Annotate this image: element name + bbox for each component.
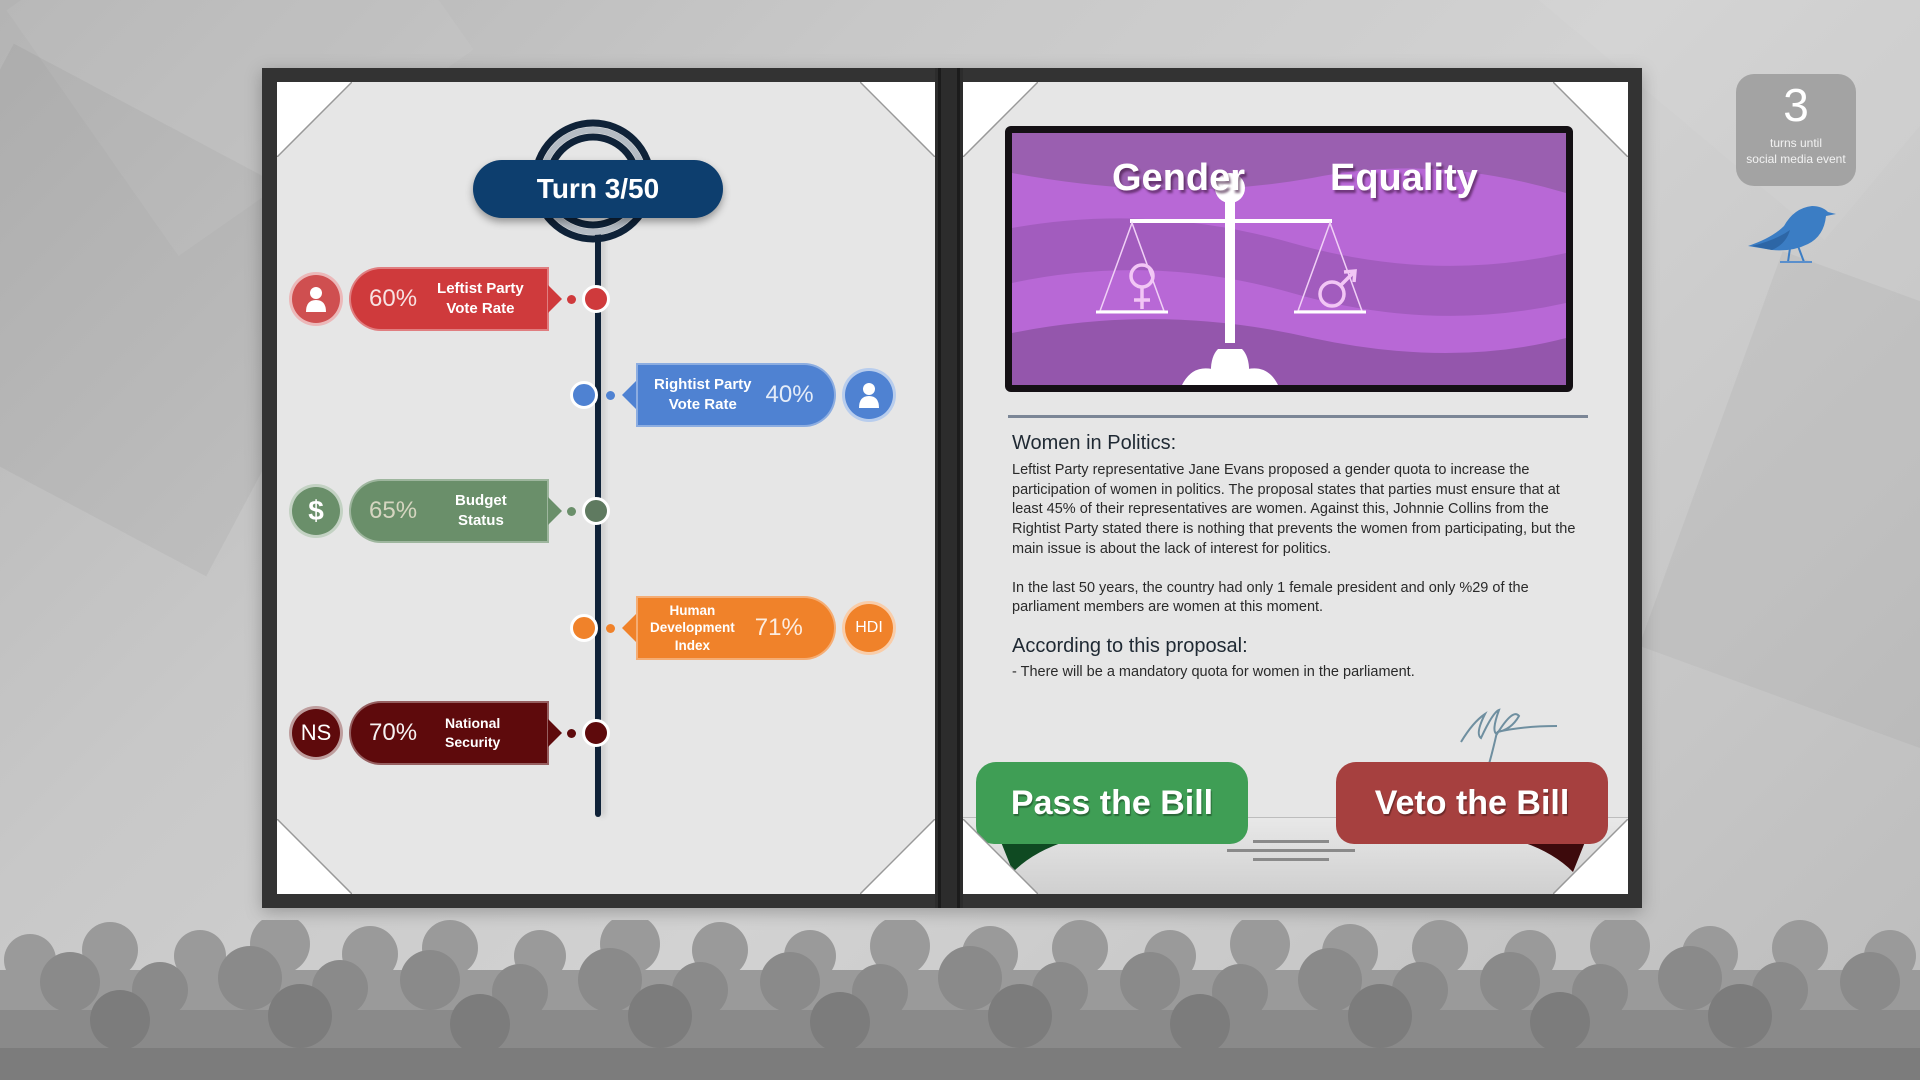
page-corner <box>277 82 352 157</box>
timeline-node <box>582 497 610 525</box>
hdi-icon: HDI <box>842 601 896 655</box>
pass-bill-button[interactable]: Pass the Bill <box>976 762 1248 844</box>
page-corner <box>1553 819 1628 894</box>
person-icon <box>289 272 343 326</box>
bird-icon[interactable] <box>1742 196 1838 268</box>
person-icon <box>842 368 896 422</box>
stat-value: 40% <box>765 381 814 408</box>
page-corner <box>860 82 935 157</box>
proposal-heading: According to this proposal: <box>1012 635 1248 658</box>
audience-crowd <box>0 920 1920 1080</box>
bill-paragraph-1: Leftist Party representative Jane Evans … <box>1012 462 1576 557</box>
veto-bill-button[interactable]: Veto the Bill <box>1336 762 1608 844</box>
turns-remaining: 3 <box>1783 79 1809 131</box>
turn-counter: Turn 3/50 <box>473 160 723 218</box>
page-corner <box>963 819 1038 894</box>
divider <box>1008 415 1588 418</box>
page-corner <box>1553 82 1628 157</box>
stat-value: 70% <box>369 719 418 746</box>
signature-icon <box>1460 708 1558 765</box>
bill-page: Gender Equality Women in Politics: Lefti… <box>963 82 1628 894</box>
timeline-node <box>582 285 610 313</box>
banner-title-right: Equality <box>1330 157 1478 199</box>
dollar-icon: $ <box>289 484 343 538</box>
page-corner <box>860 819 935 894</box>
bill-paragraph-2: In the last 50 years, the country had on… <box>1012 579 1529 616</box>
book-spine <box>935 68 963 908</box>
scroll-lines <box>1226 834 1356 867</box>
bill-title: Women in Politics: <box>1012 432 1177 454</box>
proposal-item: - There will be a mandatory quota for wo… <box>1012 664 1415 681</box>
stat-value: 60% <box>369 285 418 312</box>
stat-value: 65% <box>369 497 418 524</box>
scales-of-justice-icon <box>1012 133 1566 385</box>
ns-icon: NS <box>289 706 343 760</box>
timeline-node <box>570 614 598 642</box>
timeline-node <box>570 381 598 409</box>
bill-banner-image: Gender Equality <box>1005 126 1573 392</box>
page-corner <box>277 819 352 894</box>
banner-title-left: Gender <box>1112 157 1246 199</box>
stat-value: 71% <box>754 614 803 641</box>
bill-description: Women in Politics: Leftist Party represe… <box>1012 432 1582 680</box>
timeline-node <box>582 719 610 747</box>
page-corner <box>963 82 1038 157</box>
